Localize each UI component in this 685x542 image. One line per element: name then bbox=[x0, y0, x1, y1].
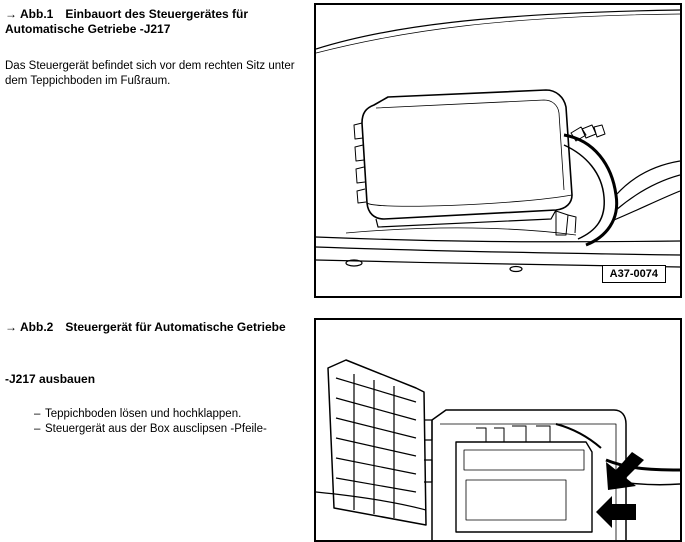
figure-1-ref: Abb.1 bbox=[20, 7, 54, 21]
removal-subheading: -J217 ausbauen bbox=[5, 372, 96, 386]
pointer-arrows bbox=[596, 452, 644, 528]
figure-2-heading: →Abb.2 Steuergerät für Automatische Getri… bbox=[5, 320, 300, 335]
list-item: Steuergerät aus der Box ausclipsen -Pfei… bbox=[34, 422, 299, 437]
figure-2-title: Steuergerät für Automatische Getriebe bbox=[65, 320, 286, 334]
figure-1-title: Einbauort des Steuergerätes für Automati… bbox=[5, 7, 249, 36]
list-item: Teppichboden lösen und hochklappen. bbox=[34, 407, 299, 422]
removal-steps-list: Teppichboden lösen und hochklappen. Steu… bbox=[34, 407, 299, 437]
control-unit-removal-drawing bbox=[316, 359, 680, 540]
pointer-arrow-icon bbox=[596, 496, 636, 528]
figure-2-illustration bbox=[314, 318, 682, 542]
right-arrow-icon: → bbox=[5, 7, 17, 21]
control-unit-location-drawing bbox=[316, 9, 680, 273]
figure-1-label: A37-0074 bbox=[601, 265, 666, 283]
figure-2-ref: Abb.2 bbox=[20, 320, 54, 334]
pointer-arrow-icon bbox=[606, 452, 644, 490]
right-arrow-icon: → bbox=[5, 320, 17, 334]
figure-1-description: Das Steuergerät befindet sich vor dem re… bbox=[5, 60, 295, 87]
figure-1-illustration: A37-0074 bbox=[314, 3, 682, 298]
